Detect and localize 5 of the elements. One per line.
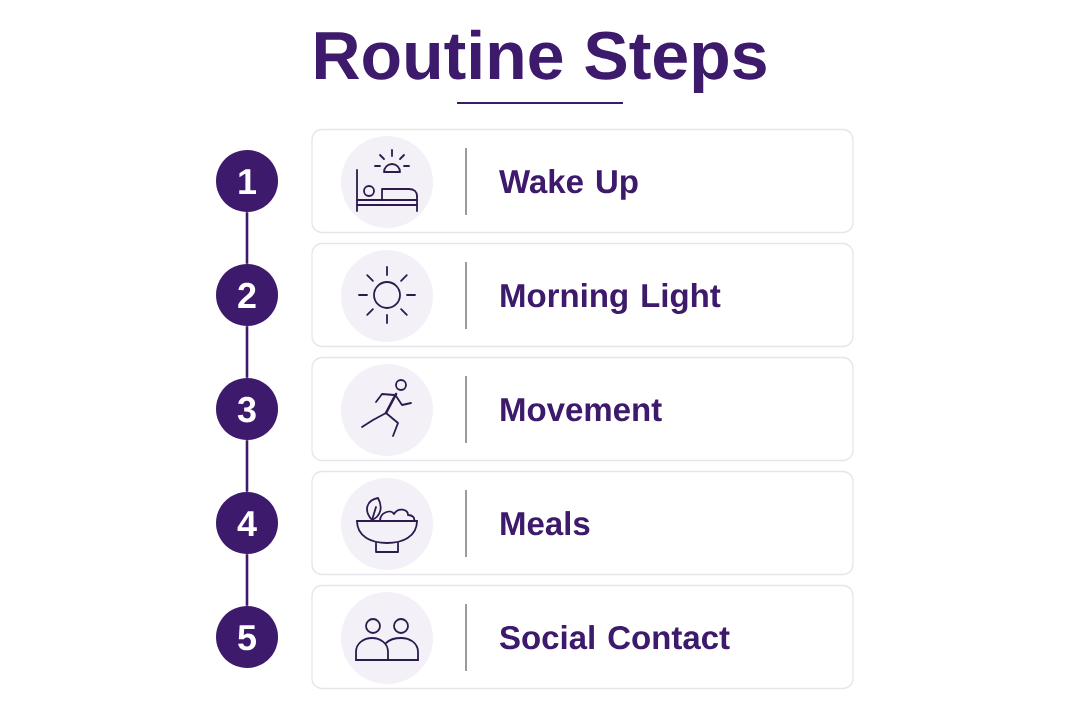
- connector-line: [245, 326, 249, 378]
- title: Routine Steps: [316, 29, 766, 94]
- connector-line: [245, 212, 249, 264]
- connector-line: [245, 554, 249, 606]
- connector-line: [245, 440, 249, 492]
